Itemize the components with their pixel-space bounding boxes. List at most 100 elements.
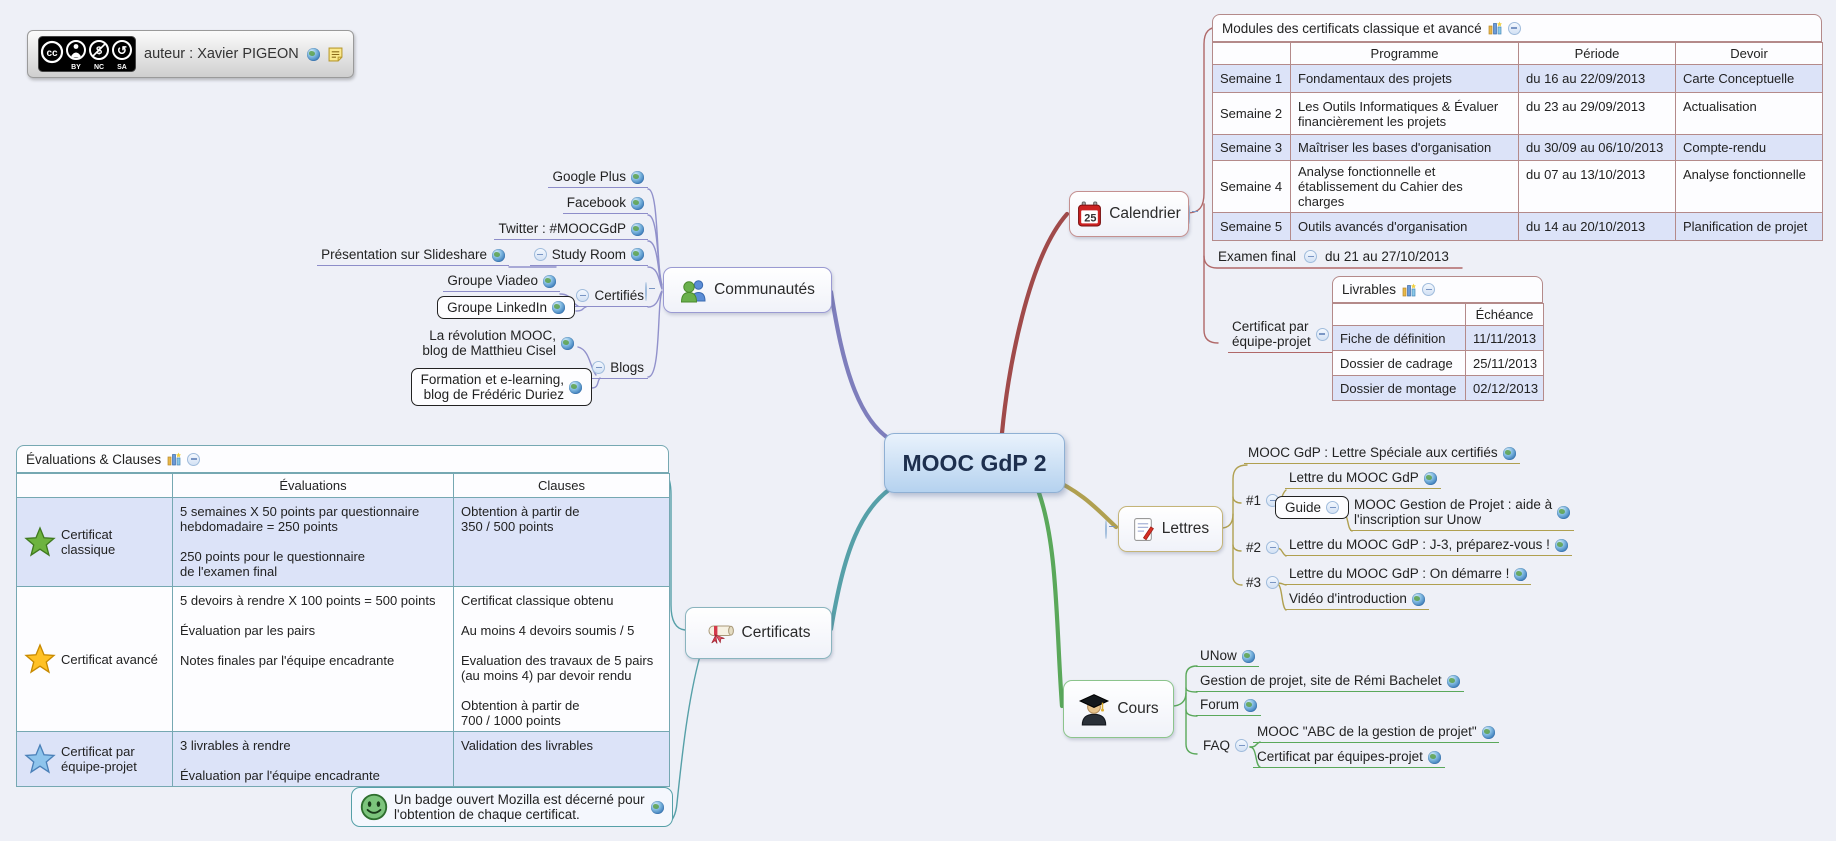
cell-programme[interactable]: Maîtriser les bases d'organisation [1290, 134, 1519, 161]
cell-evaluations[interactable]: 5 semaines X 50 points par questionnaire… [172, 497, 454, 587]
header-cell[interactable]: Programme [1290, 42, 1519, 65]
cell-clauses[interactable]: Validation des livrables [453, 731, 670, 787]
globe-icon[interactable] [1411, 593, 1425, 606]
topic-certificat-equipe-projet[interactable]: Certificat par équipe-projet [1228, 318, 1333, 353]
globe-icon[interactable] [552, 301, 565, 314]
cell-periode[interactable]: du 07 au 13/10/2013 [1518, 160, 1676, 213]
cell-echeance[interactable]: 25/11/2013 [1465, 350, 1544, 376]
node-cours[interactable]: Cours [1063, 680, 1174, 738]
livrables-table-title[interactable]: Livrables [1332, 276, 1543, 303]
topic-viadeo[interactable]: Groupe Viadeo [443, 272, 560, 292]
topic-faq-certificat[interactable]: Certificat par équipes-projet [1253, 748, 1445, 768]
collapse-icon[interactable] [592, 361, 606, 374]
cell-clauses[interactable]: Obtention à partir de 350 / 500 points [453, 497, 670, 587]
cell-livrable[interactable]: Dossier de montage [1332, 375, 1466, 401]
topic-blog-duriez[interactable]: Formation et e-learning, blog de Frédéri… [410, 368, 592, 406]
globe-icon[interactable] [1554, 539, 1568, 552]
cell-devoir[interactable]: Carte Conceptuelle [1675, 64, 1823, 93]
cell-semaine[interactable]: Semaine 2 [1212, 92, 1291, 135]
topic-lettre-n2-lettre[interactable]: Lettre du MOOC GdP : J-3, préparez-vous … [1285, 536, 1572, 556]
cell-devoir[interactable]: Actualisation [1675, 92, 1823, 135]
globe-icon[interactable] [561, 336, 574, 350]
globe-icon[interactable] [1241, 650, 1255, 663]
topic-lettre-n2[interactable]: #2 [1242, 539, 1283, 558]
cell-certificat[interactable]: Certificat par équipe-projet [16, 731, 173, 787]
collapse-icon[interactable] [1422, 283, 1436, 296]
topic-blogs[interactable]: Blogs [588, 359, 648, 379]
node-lettres[interactable]: Lettres [1118, 506, 1223, 552]
topic-lettre-n1-lettre[interactable]: Lettre du MOOC GdP [1285, 469, 1441, 489]
header-cell[interactable]: Évaluations [172, 473, 454, 498]
topic-slideshare[interactable]: Présentation sur Slideshare [317, 246, 509, 266]
globe-icon[interactable] [1502, 447, 1516, 460]
header-cell[interactable] [1212, 42, 1291, 65]
topic-faq[interactable]: FAQ [1199, 737, 1252, 756]
node-calendrier[interactable]: 25 Calendrier [1069, 191, 1189, 237]
cell-periode[interactable]: du 23 au 29/09/2013 [1518, 92, 1676, 135]
globe-icon[interactable] [1423, 472, 1437, 485]
cell-evaluations[interactable]: 5 devoirs à rendre X 100 points = 500 po… [172, 586, 454, 732]
collapse-icon[interactable] [1266, 576, 1280, 589]
cell-semaine[interactable]: Semaine 1 [1212, 64, 1291, 93]
globe-icon[interactable] [1244, 699, 1258, 712]
topic-google-plus[interactable]: Google Plus [548, 168, 648, 188]
topic-unow[interactable]: UNow [1196, 647, 1259, 667]
cell-devoir[interactable]: Planification de projet [1675, 212, 1823, 241]
collapse-icon[interactable] [1304, 250, 1318, 263]
globe-icon[interactable] [631, 248, 644, 261]
cell-periode[interactable]: du 14 au 20/10/2013 [1518, 212, 1676, 241]
collapse-icon[interactable] [1326, 501, 1340, 514]
topic-certifies[interactable]: Certifiés [572, 287, 648, 307]
topic-guide-child[interactable]: MOOC Gestion de Projet : aide à l'inscri… [1350, 496, 1575, 531]
cell-livrable[interactable]: Fiche de définition [1332, 325, 1466, 351]
cell-evaluations[interactable]: 3 livrables à rendre Évaluation par l'éq… [172, 731, 454, 787]
header-cell[interactable]: Clauses [453, 473, 670, 498]
cell-semaine[interactable]: Semaine 4 [1212, 160, 1291, 213]
topic-bachelet[interactable]: Gestion de projet, site de Rémi Bachelet [1196, 672, 1464, 692]
globe-icon[interactable] [306, 47, 320, 61]
header-cell[interactable]: Période [1518, 42, 1676, 65]
cell-clauses[interactable]: Certificat classique obtenu Au moins 4 d… [453, 586, 670, 732]
globe-icon[interactable] [1446, 675, 1460, 688]
topic-faq-abc[interactable]: MOOC "ABC de la gestion de projet" [1253, 723, 1499, 743]
topic-guide[interactable]: Guide [1275, 496, 1350, 519]
node-certificats[interactable]: Certificats [685, 607, 832, 659]
globe-icon[interactable] [1481, 726, 1495, 739]
topic-lettre-n3-lettre[interactable]: Lettre du MOOC GdP : On démarre ! [1285, 565, 1532, 585]
globe-icon[interactable] [631, 171, 644, 184]
topic-lettre-n3[interactable]: #3 [1242, 574, 1283, 593]
cell-semaine[interactable]: Semaine 3 [1212, 134, 1291, 161]
collapse-icon[interactable] [1266, 541, 1280, 554]
header-cell[interactable] [1332, 303, 1466, 326]
header-cell[interactable]: Devoir [1675, 42, 1823, 65]
collapse-icon[interactable] [1188, 205, 1190, 224]
collapse-icon[interactable] [187, 452, 201, 466]
globe-icon[interactable] [543, 275, 556, 288]
note-icon[interactable] [328, 47, 343, 62]
cell-devoir[interactable]: Compte-rendu [1675, 134, 1823, 161]
topic-examen-final[interactable]: Examen final du 21 au 27/10/2013 [1214, 248, 1453, 267]
collapse-icon[interactable] [645, 282, 647, 301]
collapse-icon[interactable] [533, 248, 547, 261]
cell-programme[interactable]: Les Outils Informatiques & Évaluer finan… [1290, 92, 1519, 135]
cell-livrable[interactable]: Dossier de cadrage [1332, 350, 1466, 376]
cell-programme[interactable]: Analyse fonctionnelle et établissement d… [1290, 160, 1519, 213]
node-communautes[interactable]: Communautés [663, 267, 832, 313]
central-topic[interactable]: MOOC GdP 2 [884, 433, 1065, 493]
cell-programme[interactable]: Outils avancés d'organisation [1290, 212, 1519, 241]
header-cell[interactable]: Échéance [1465, 303, 1544, 326]
globe-icon[interactable] [1557, 505, 1571, 519]
topic-forum[interactable]: Forum [1196, 696, 1262, 716]
globe-icon[interactable] [569, 380, 582, 394]
header-cell[interactable] [16, 473, 173, 498]
topic-blog-cisel[interactable]: La révolution MOOC, blog de Matthieu Cis… [418, 327, 578, 361]
cell-echeance[interactable]: 02/12/2013 [1465, 375, 1544, 401]
topic-study-room[interactable]: Study Room [529, 246, 648, 266]
globe-icon[interactable] [631, 197, 644, 210]
topic-linkedin[interactable]: Groupe LinkedIn [437, 296, 575, 319]
cell-certificat[interactable]: Certificat avancé [16, 586, 173, 732]
topic-twitter[interactable]: Twitter : #MOOCGdP [494, 220, 648, 240]
cell-semaine[interactable]: Semaine 5 [1212, 212, 1291, 241]
modules-table-title[interactable]: Modules des certificats classique et ava… [1212, 14, 1822, 42]
globe-icon[interactable] [492, 249, 505, 262]
